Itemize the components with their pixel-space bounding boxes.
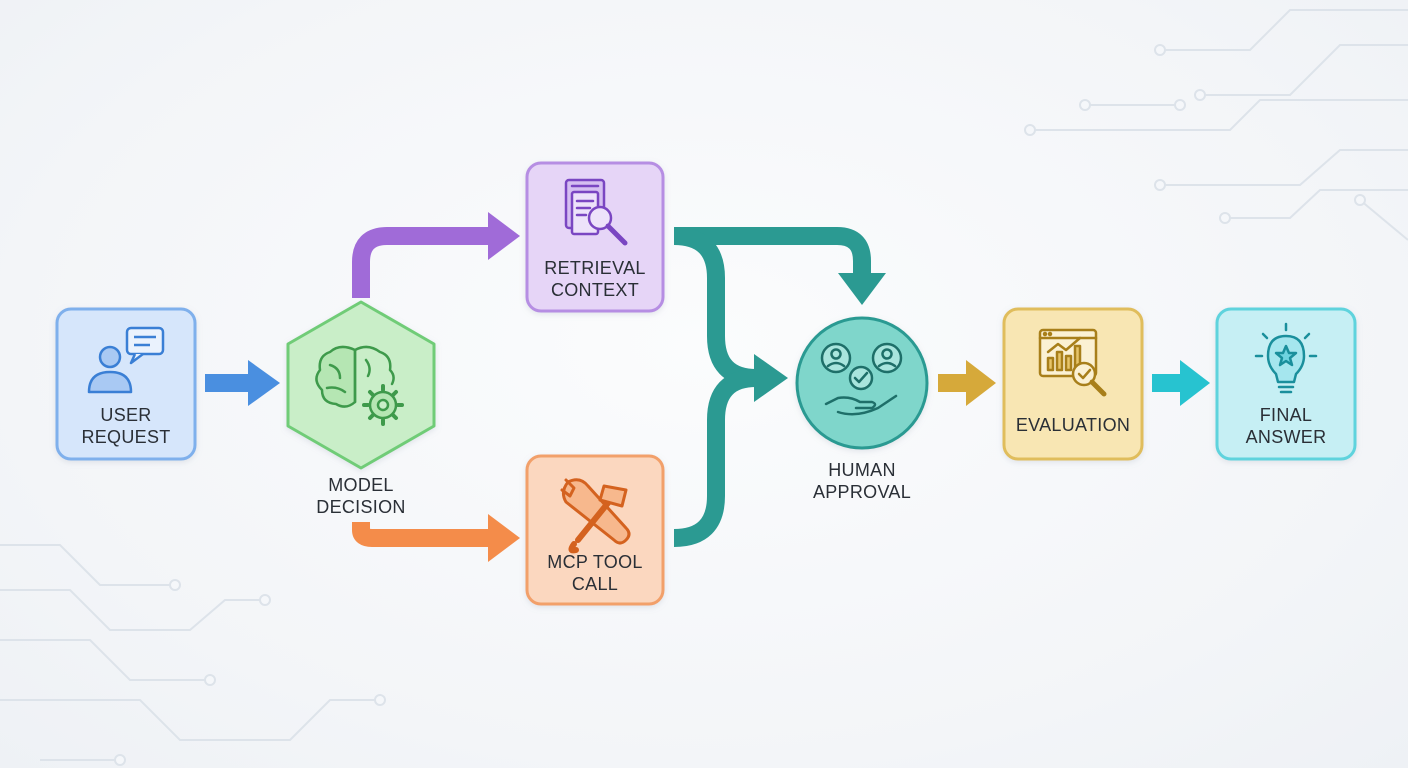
node-human-approval[interactable] bbox=[795, 316, 929, 450]
label-line: CALL bbox=[571, 574, 619, 594]
label-retrieval-context: RETRIEVAL CONTEXT bbox=[527, 257, 663, 301]
node-user-request[interactable] bbox=[55, 307, 197, 461]
label-line: DECISION bbox=[316, 497, 406, 517]
label-model-decision: MODEL DECISION bbox=[291, 474, 431, 518]
arrow-model-to-mcp bbox=[352, 514, 520, 562]
document-search-icon bbox=[564, 178, 628, 246]
label-line: ANSWER bbox=[1245, 427, 1327, 447]
label-line: RETRIEVAL bbox=[544, 258, 646, 278]
label-final-answer: FINAL ANSWER bbox=[1217, 404, 1355, 448]
arrow-human-to-evaluation bbox=[938, 360, 996, 406]
node-retrieval-context[interactable] bbox=[525, 161, 665, 313]
label-human-approval: HUMAN APPROVAL bbox=[792, 459, 932, 503]
arrow-retrieval-to-human bbox=[674, 227, 886, 305]
arrow-merge-to-human bbox=[673, 227, 788, 547]
label-line: EVALUATION bbox=[1015, 415, 1131, 435]
node-mcp-tool-call[interactable] bbox=[525, 454, 665, 606]
label-line: FINAL bbox=[1259, 405, 1313, 425]
label-line: APPROVAL bbox=[812, 482, 912, 502]
brain-gear-icon bbox=[315, 345, 404, 426]
label-user-request: USER REQUEST bbox=[57, 404, 195, 448]
label-mcp-tool-call: MCP TOOL CALL bbox=[527, 551, 663, 595]
label-line: MCP TOOL bbox=[547, 552, 643, 572]
arrow-user-to-model bbox=[205, 360, 280, 406]
label-line: CONTEXT bbox=[550, 280, 640, 300]
arrow-model-to-retrieval bbox=[352, 212, 520, 298]
label-line: USER bbox=[100, 405, 152, 425]
node-model-decision[interactable] bbox=[286, 300, 436, 470]
chart-magnifier-icon bbox=[1038, 328, 1107, 397]
label-evaluation: EVALUATION bbox=[1004, 414, 1142, 436]
label-line: REQUEST bbox=[81, 427, 171, 447]
lightbulb-star-icon bbox=[1254, 322, 1318, 394]
user-chat-icon bbox=[87, 326, 165, 394]
label-line: HUMAN bbox=[828, 460, 896, 480]
label-line: MODEL bbox=[328, 475, 394, 495]
node-final-answer[interactable] bbox=[1215, 307, 1357, 461]
node-evaluation[interactable] bbox=[1002, 307, 1144, 461]
wrench-hammer-icon bbox=[560, 478, 631, 554]
arrow-evaluation-to-final bbox=[1152, 360, 1210, 406]
people-approval-icon bbox=[820, 342, 903, 416]
